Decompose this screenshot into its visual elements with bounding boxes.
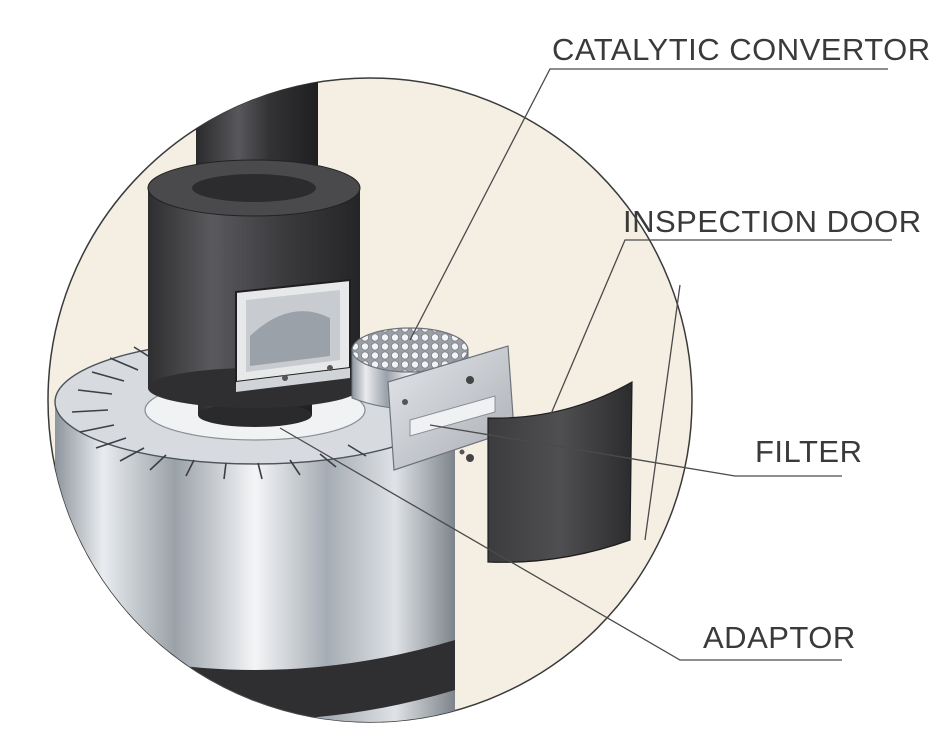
label-inspection-door: INSPECTION DOOR bbox=[623, 204, 922, 239]
label-catalytic-convertor: CATALYTIC CONVERTOR bbox=[552, 32, 930, 67]
inspection-door-plate bbox=[387, 345, 515, 471]
leader-adaptor bbox=[279, 427, 842, 661]
filter-part bbox=[487, 380, 633, 563]
leader-catalytic-convertor bbox=[409, 68, 888, 341]
leader-lines bbox=[279, 68, 892, 661]
leader-inspection-door bbox=[544, 239, 892, 429]
convertor-housing bbox=[147, 159, 361, 408]
label-filter: FILTER bbox=[755, 434, 863, 469]
label-adaptor: ADAPTOR bbox=[703, 620, 856, 655]
leader-filter bbox=[429, 424, 842, 477]
leader-circle-side bbox=[644, 284, 681, 541]
